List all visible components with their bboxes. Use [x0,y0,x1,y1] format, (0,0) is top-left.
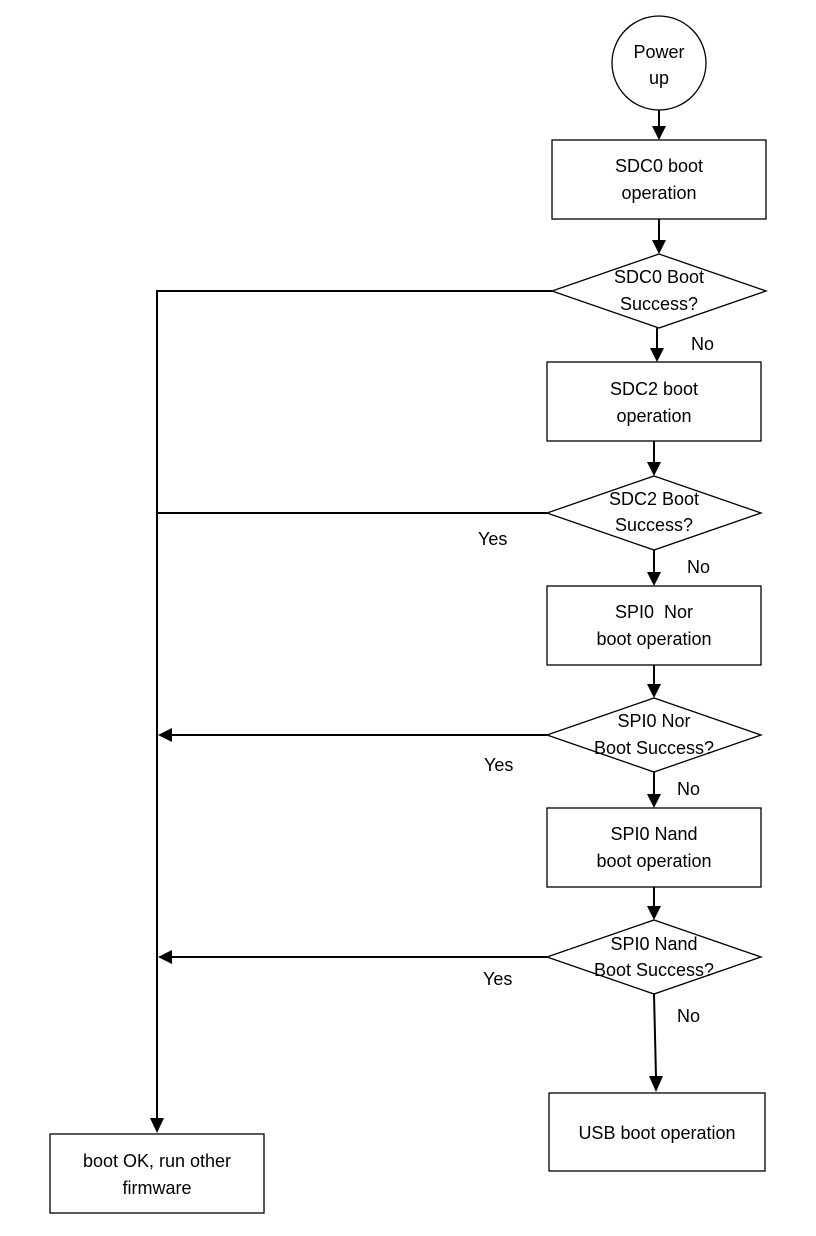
spi0-nand-decision-label-line2: Boot Success? [594,960,714,980]
power-up-label-line2: up [649,68,669,88]
spi0-nor-boot-label-line2: boot operation [596,629,711,649]
spi0-nand-decision-label-line1: SPI0 Nand [610,934,697,954]
spi0-nor-decision-label-line1: SPI0 Nor [617,711,690,731]
sdc2-yes-label: Yes [478,529,507,549]
sdc2-boot-label-line1: SDC2 boot [610,379,698,399]
arrowhead-spi0-nand [647,794,661,808]
arrowhead-usb [649,1076,663,1092]
usb-boot-step [548,1092,766,1172]
spi0-nor-boot-step [546,585,762,666]
edge-sdc0-yes-trunk [156,290,552,1118]
sdc2-boot-label-line2: operation [616,406,691,426]
edge-spi0-nand-no [653,993,657,1078]
sdc0-boot-label-line1: SDC0 boot [615,156,703,176]
sdc0-no-label: No [691,334,714,354]
power-up-label-line1: Power [633,42,684,62]
sdc2-success-decision [545,475,763,551]
arrowhead-spi0-nand-yes [158,950,172,964]
sdc2-decision-label-line1: SDC2 Boot [609,489,699,509]
arrowhead-spi0-nor-decision [647,684,661,698]
arrowhead-spi0-nor-yes [158,728,172,742]
power-up-node [611,15,707,111]
sdc2-decision-label-line2: Success? [615,515,693,535]
sdc0-success-decision [550,253,768,329]
sdc0-decision-label-line2: Success? [620,294,698,314]
spi0-nand-boot-label-line2: boot operation [596,851,711,871]
spi0-nor-success-decision [545,697,763,773]
arrowhead-sdc0 [652,126,666,140]
spi0-nor-boot-label-line1: SPI0 Nor [615,602,693,622]
arrowhead-sdc0-decision [652,240,666,254]
usb-boot-label: USB boot operation [578,1123,735,1143]
arrowhead-boot-ok [150,1118,164,1133]
sdc0-decision-label-line1: SDC0 Boot [614,267,704,287]
spi0-nand-success-decision [545,919,763,995]
boot-ok-label-line2: firmware [122,1178,191,1198]
arrowhead-sdc2 [650,348,664,362]
spi0-nor-decision-label-line2: Boot Success? [594,738,714,758]
spi0-nor-no-label: No [677,779,700,799]
sdc2-boot-step [546,361,762,442]
boot-ok-end [49,1133,265,1214]
boot-ok-label-line1: boot OK, run other [83,1151,231,1171]
sdc0-boot-label-line2: operation [621,183,696,203]
sdc2-no-label: No [687,557,710,577]
arrowhead-sdc2-decision [647,462,661,476]
spi0-nor-yes-label: Yes [484,755,513,775]
spi0-nand-boot-label-line1: SPI0 Nand [610,824,697,844]
spi0-nand-no-label: No [677,1006,700,1026]
sdc0-boot-step [551,139,767,220]
spi0-nand-boot-step [546,807,762,888]
arrowhead-spi0-nor [647,572,661,586]
arrowhead-spi0-nand-decision [647,906,661,920]
spi0-nand-yes-label: Yes [483,969,512,989]
